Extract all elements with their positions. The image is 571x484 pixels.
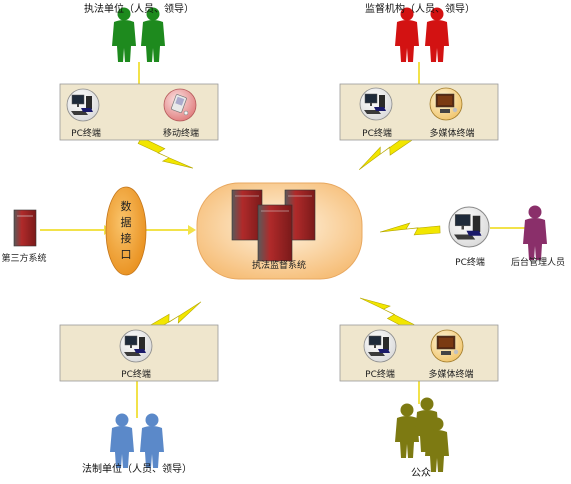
- interface-char-4: 口: [121, 248, 132, 261]
- admin-pc-label: PC终端: [455, 256, 485, 268]
- box-top-left: PC终端 移动终端: [59, 83, 219, 141]
- people-legal: [110, 413, 164, 468]
- people-public: [395, 397, 449, 472]
- box-top-right: PC终端 多媒体终端: [339, 83, 499, 141]
- pc-terminal-icon: [448, 206, 490, 248]
- pc-terminal-icon: [119, 329, 153, 363]
- pc-terminal-icon: [359, 87, 393, 121]
- mobile-terminal-label: 移动终端: [163, 127, 199, 139]
- mobile-terminal-icon: [163, 88, 197, 122]
- media-terminal-icon: [429, 87, 463, 121]
- admin-person: [523, 205, 547, 260]
- lightning-right: [379, 221, 441, 237]
- third-party-label: 第三方系统: [1, 252, 46, 264]
- pc-terminal-icon: [363, 329, 397, 363]
- center-system-label: 执法监督系统: [252, 259, 306, 271]
- people-supervision: [395, 7, 449, 62]
- server-icon: [231, 189, 316, 262]
- people-law-enforcement: [112, 7, 165, 62]
- pc-terminal-label: PC终端: [121, 368, 151, 380]
- data-interface: 数 据 接 口: [105, 186, 147, 276]
- interface-char-3: 接: [121, 232, 132, 245]
- third-party-system: 第三方系统: [1, 209, 47, 264]
- connector-lines: [136, 62, 525, 418]
- box-bottom-left: PC终端: [59, 324, 219, 382]
- pc-terminal-icon: [66, 88, 100, 122]
- media-terminal-label: 多媒体终端: [429, 127, 474, 139]
- pc-terminal-label: PC终端: [362, 127, 392, 139]
- caption-public: 公众: [411, 467, 431, 479]
- pc-terminal-label: PC终端: [365, 368, 395, 380]
- media-terminal-label: 多媒体终端: [428, 368, 473, 380]
- admin-terminal: PC终端: [448, 206, 490, 268]
- caption-law-enforcement: 执法单位（人员、领导）: [84, 2, 194, 15]
- interface-char-1: 数: [121, 200, 132, 213]
- center-system: 执法监督系统: [196, 182, 363, 280]
- caption-legal: 法制单位（人员、领导）: [82, 462, 192, 475]
- caption-supervision: 监督机构（人员、领导）: [365, 2, 475, 15]
- lightning-top-left: [135, 136, 196, 176]
- box-bottom-right: PC终端 多媒体终端: [339, 324, 499, 382]
- interface-arrowhead: [188, 225, 196, 235]
- pc-terminal-label: PC终端: [71, 127, 101, 139]
- media-terminal-icon: [430, 329, 464, 363]
- server-icon: [13, 209, 37, 247]
- admin-label: 后台管理人员: [511, 256, 565, 268]
- interface-char-2: 据: [121, 215, 132, 229]
